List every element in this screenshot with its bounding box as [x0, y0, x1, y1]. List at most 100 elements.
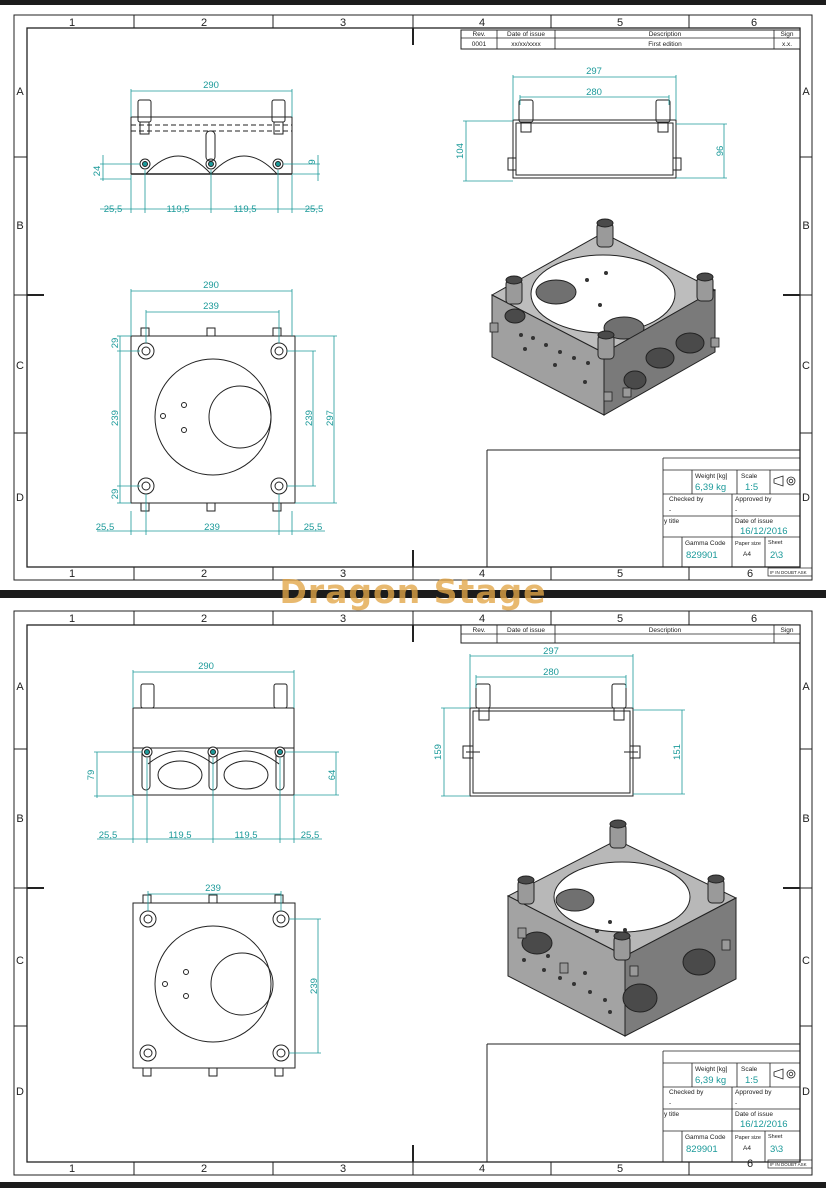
revision-header: Sign: [780, 627, 793, 634]
dimension-label: 25,5: [96, 522, 115, 533]
row-label: A: [802, 86, 810, 98]
dimension-label: 239: [304, 410, 315, 426]
footer-note: IF IN DOUBT ASK: [770, 1162, 807, 1167]
dimension-label: 151: [672, 744, 683, 760]
row-label: A: [16, 681, 24, 693]
title-block-label: Gamma Code: [685, 540, 726, 547]
isometric-view: [489, 218, 720, 416]
col-label: 1: [69, 613, 75, 625]
col-label: 3: [340, 613, 346, 625]
dimension-label: 29: [110, 338, 121, 349]
dimension-label: 297: [586, 66, 602, 77]
title-block-label: Paper size: [735, 541, 761, 547]
title-block-label: Sheet: [768, 540, 783, 546]
title-block-value: 16/12/2016: [740, 1119, 788, 1130]
revision-cell: First edition: [648, 41, 682, 48]
row-label: C: [16, 955, 24, 967]
revision-header: Date of issue: [507, 627, 545, 634]
dimension-label: 290: [203, 80, 219, 91]
dimension-label: 239: [309, 978, 320, 994]
dimension-label: 9: [307, 159, 318, 164]
bottom-dark-band: [0, 1182, 826, 1188]
dimension-label: 25,5: [104, 204, 123, 215]
title-block-label: Checked by: [669, 496, 704, 503]
title-block-label: Date of issue: [735, 518, 773, 525]
title-block-value: 16/12/2016: [740, 526, 788, 537]
dimension-label: 297: [325, 410, 336, 426]
row-label: B: [16, 220, 23, 232]
row-label: D: [16, 492, 24, 504]
dimension-label: 64: [327, 770, 338, 781]
revision-cell: xx/xx/xxxx: [511, 41, 541, 48]
title-block-value: 3\3: [770, 1144, 783, 1155]
title-block-value: -: [669, 1100, 671, 1107]
title-block-label: Paper size: [735, 1135, 761, 1141]
row-label: D: [802, 1086, 810, 1098]
front-view: [130, 99, 293, 175]
revision-table: Rev. Date of issue Description Sign: [460, 624, 801, 644]
col-label: 3: [340, 17, 346, 29]
col-label: 5: [617, 568, 623, 580]
row-label: A: [16, 86, 24, 98]
row-label: C: [802, 955, 810, 967]
col-label: 6: [751, 613, 757, 625]
title-block-label: Date of issue: [735, 1111, 773, 1118]
title-block-label: Weight [kg]: [695, 473, 728, 480]
dimension-label: 290: [198, 661, 214, 672]
col-label: 2: [201, 1163, 207, 1175]
col-label: 3: [340, 1163, 346, 1175]
title-block-label: Scale: [741, 1066, 758, 1073]
col-label: 4: [479, 613, 485, 625]
title-block: [486, 449, 813, 577]
title-block-value: -: [735, 1100, 737, 1107]
footer-note: IF IN DOUBT ASK: [770, 570, 807, 575]
row-label: C: [802, 360, 810, 372]
dimension-label: 25,5: [304, 522, 323, 533]
title-block-value: 1:5: [745, 482, 758, 493]
row-label: B: [802, 220, 809, 232]
col-label: 2: [201, 17, 207, 29]
title-block-value: 6,39 kg: [695, 482, 726, 493]
row-label: B: [802, 813, 809, 825]
title-block-label: Weight [kg]: [695, 1066, 728, 1073]
revision-cell: 0001: [472, 41, 487, 48]
top-view: [130, 327, 296, 512]
drawing-sheet-1: 1 2 3 4 5 6 1 2 3 4 5 6 A B C D A B C D …: [0, 5, 826, 590]
revision-header: Description: [649, 31, 682, 38]
top-dark-band: [0, 0, 826, 5]
col-label: 1: [69, 1163, 75, 1175]
col-label: 3: [340, 568, 346, 580]
col-label: 5: [617, 613, 623, 625]
dimension-label: 119,5: [233, 204, 256, 215]
col-label: 4: [479, 17, 485, 29]
title-block: [486, 1043, 813, 1169]
col-label: 6: [747, 1158, 753, 1170]
col-label: 4: [479, 568, 485, 580]
col-label: 6: [747, 568, 753, 580]
revision-cell: x.x.: [782, 41, 792, 48]
col-label: 1: [69, 568, 75, 580]
col-label: 2: [201, 568, 207, 580]
title-block-value: 829901: [686, 550, 718, 561]
title-block-label: Approved by: [735, 496, 772, 503]
col-label: 4: [479, 1163, 485, 1175]
revision-header: Description: [649, 627, 682, 634]
row-label: D: [802, 492, 810, 504]
dimension-label: 297: [543, 646, 559, 657]
dimension-label: 104: [455, 143, 466, 159]
title-block-value: A4: [743, 551, 751, 558]
title-block-value: 1:5: [745, 1075, 758, 1086]
front-view: [132, 683, 295, 796]
title-block-value: 2\3: [770, 550, 783, 561]
col-label: 2: [201, 613, 207, 625]
title-block-label: y title: [664, 518, 680, 525]
revision-header: Date of issue: [507, 31, 545, 38]
title-block-value: A4: [743, 1145, 751, 1152]
isometric-view: [506, 819, 738, 1037]
middle-dark-band: [0, 590, 826, 598]
top-view: [132, 894, 296, 1077]
title-block-label: Scale: [741, 473, 758, 480]
title-block-label: Approved by: [735, 1089, 772, 1096]
dimension-label: 25,5: [99, 830, 118, 841]
dimension-label: 25,5: [301, 830, 320, 841]
